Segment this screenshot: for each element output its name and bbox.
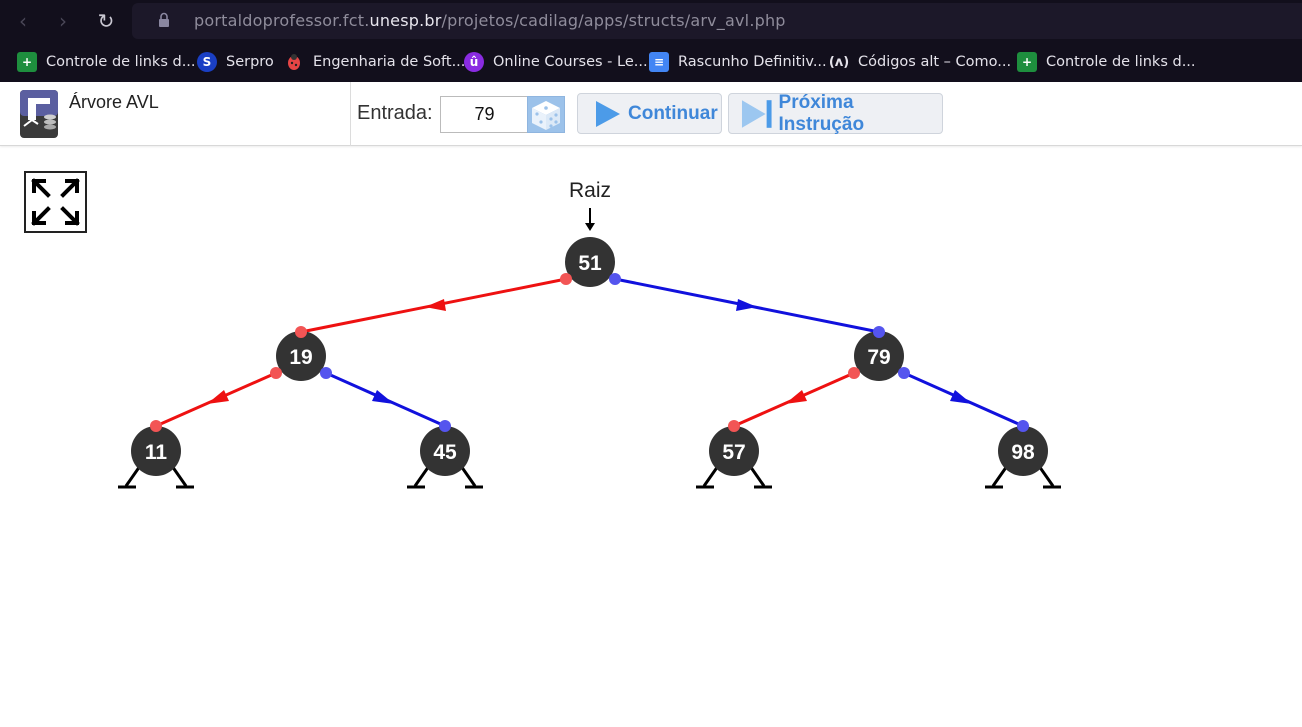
tree-node: 79 [854, 331, 904, 381]
null-ground-11 [118, 465, 194, 489]
address-bar[interactable]: portaldoprofessor.fct.unesp.br/projetos/… [132, 3, 1302, 39]
tree-edge-19-45 [325, 371, 446, 428]
entrada-input[interactable] [440, 96, 528, 133]
bookmark-item[interactable]: +Controle de links d... [1017, 51, 1196, 73]
forward-icon[interactable]: › [59, 9, 67, 33]
parent-pointer-dot [873, 326, 885, 338]
tree-node: 45 [420, 426, 470, 476]
play-icon [596, 100, 620, 127]
app-toolbar: Árvore AVL Entrada: Continuar Próxima In… [0, 82, 1302, 146]
url-text: portaldoprofessor.fct.unesp.br/projetos/… [194, 11, 786, 30]
bookmark-item[interactable]: ≡Rascunho Definitiv... [649, 51, 827, 73]
serpro-icon: S [197, 52, 217, 72]
continuar-label: Continuar [628, 102, 718, 124]
node-value: 19 [289, 346, 312, 369]
tree-edge-79-57 [733, 371, 855, 428]
proxima-instrucao-label: Próxima Instrução [778, 91, 865, 135]
node-value: 57 [722, 441, 745, 464]
app-logo-icon [20, 90, 58, 138]
left-pointer-dot [560, 273, 572, 285]
tree-edge-51-19 [300, 277, 567, 334]
node-value: 45 [433, 441, 457, 464]
node-value: 79 [867, 346, 890, 369]
parent-pointer-dot [728, 420, 740, 432]
browser-toolbar: ‹ › ↻ portaldoprofessor.fct.unesp.br/pro… [0, 0, 1302, 42]
continuar-button[interactable]: Continuar [577, 93, 722, 134]
node-value: 98 [1011, 441, 1035, 464]
pointer-dots [150, 273, 1029, 432]
bookmark-item[interactable]: +Controle de links d... [17, 51, 196, 73]
docs-icon: ≡ [649, 52, 669, 72]
parent-pointer-dot [439, 420, 451, 432]
random-dice-button[interactable] [527, 96, 565, 133]
expand-icon [31, 178, 80, 226]
bookmark-item[interactable]: Engenharia de Soft... [284, 51, 465, 73]
null-grounds [118, 465, 1061, 489]
parent-pointer-dot [295, 326, 307, 338]
tree-edge-19-11 [155, 371, 277, 428]
tree-node: 57 [709, 426, 759, 476]
dice-icon [532, 100, 560, 130]
right-pointer-dot [609, 273, 621, 285]
parent-pointer-dot [150, 420, 162, 432]
tree-node: 11 [131, 426, 181, 476]
entrada-label: Entrada: [357, 102, 433, 124]
null-ground-98 [985, 465, 1061, 489]
alt-icon: (ʌ) [828, 54, 850, 70]
sheets-icon: + [17, 52, 37, 72]
step-forward-icon [741, 99, 772, 128]
tree-edge-51-79 [614, 277, 880, 334]
fullscreen-button[interactable] [24, 171, 87, 233]
tree-node: 19 [276, 331, 326, 381]
back-icon[interactable]: ‹ [19, 9, 27, 33]
right-pointer-dot [898, 367, 910, 379]
lock-icon [159, 12, 169, 27]
root-arrow [585, 208, 595, 231]
left-pointer-dot [848, 367, 860, 379]
tree-node: 98 [998, 426, 1048, 476]
right-pointer-dot [320, 367, 332, 379]
proxima-instrucao-button[interactable]: Próxima Instrução [728, 91, 943, 135]
sheets-icon: + [1017, 52, 1037, 72]
null-ground-57 [696, 465, 772, 489]
udemy-icon: û [464, 52, 484, 72]
parent-pointer-dot [1017, 420, 1029, 432]
node-value: 51 [578, 252, 602, 275]
bookmark-item[interactable]: (ʌ)Códigos alt – Como... [828, 54, 1012, 70]
app-title: Árvore AVL [69, 92, 159, 112]
left-pointer-dot [270, 367, 282, 379]
root-label: Raiz [569, 179, 611, 202]
tree-edge-79-98 [903, 371, 1024, 428]
reload-icon[interactable]: ↻ [97, 9, 115, 33]
null-ground-45 [407, 465, 483, 489]
avl-tree-canvas: Raiz 51 19 [118, 179, 1061, 489]
tree-node: 51 [565, 237, 615, 287]
node-value: 11 [145, 441, 168, 464]
header-divider [350, 82, 351, 146]
bug-icon [284, 52, 304, 72]
